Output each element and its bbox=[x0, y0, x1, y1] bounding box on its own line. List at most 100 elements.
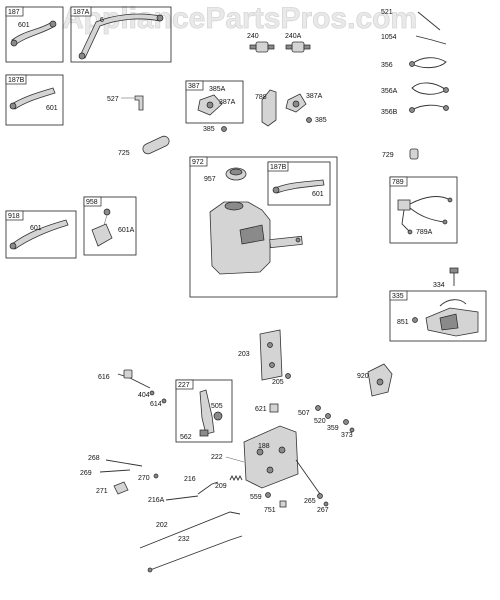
part-621[interactable] bbox=[269, 403, 279, 413]
part-label-209: 209 bbox=[215, 483, 227, 490]
part-404-clip[interactable] bbox=[149, 390, 155, 396]
part-373[interactable] bbox=[349, 427, 355, 433]
part-265[interactable] bbox=[317, 493, 323, 499]
part-334-bolt[interactable]: 334 bbox=[433, 267, 459, 289]
part-616-linkage[interactable]: 616 bbox=[98, 369, 151, 389]
screw-385[interactable] bbox=[306, 117, 312, 123]
part-label-356: 356 bbox=[381, 62, 393, 69]
part-label-202: 202 bbox=[156, 522, 168, 529]
part-label-601: 601 bbox=[18, 22, 30, 29]
part-788-bracket[interactable]: 788 bbox=[255, 89, 277, 127]
part-box-958[interactable]: 958 601A bbox=[83, 196, 137, 256]
part-label-601a: 601A bbox=[118, 227, 135, 234]
part-751[interactable] bbox=[279, 500, 287, 508]
part-216a-link[interactable]: 216A bbox=[148, 495, 199, 504]
part-box-918[interactable]: 918 601 bbox=[5, 210, 77, 259]
part-label-616: 616 bbox=[98, 374, 110, 381]
part-202-rod[interactable]: 202 bbox=[139, 511, 241, 549]
part-270[interactable] bbox=[153, 473, 159, 479]
box-tag-387: 387 bbox=[188, 83, 200, 90]
part-label-527: 527 bbox=[107, 96, 119, 103]
part-label-920: 920 bbox=[357, 373, 369, 380]
part-label-601: 601 bbox=[312, 191, 324, 198]
box-tag-187: 187 bbox=[8, 9, 20, 16]
part-920-governor[interactable]: 920 bbox=[357, 363, 393, 397]
part-label-203: 203 bbox=[238, 351, 250, 358]
part-268-governor-spring[interactable]: 268 bbox=[88, 455, 143, 467]
part-box-187a[interactable]: 187A 6 bbox=[70, 6, 172, 63]
hose-clamp bbox=[78, 52, 86, 60]
box-tag-789: 789 bbox=[392, 179, 404, 186]
part-label-188: 188 bbox=[258, 443, 270, 450]
part-box-227-throttle[interactable]: 227 505 562 bbox=[175, 379, 233, 443]
part-label-240a: 240A bbox=[285, 33, 302, 40]
part-267[interactable] bbox=[323, 501, 329, 507]
part-label-267: 267 bbox=[317, 507, 329, 514]
part-label-729: 729 bbox=[382, 152, 394, 159]
part-label-751: 751 bbox=[264, 507, 276, 514]
part-label-387a: 387A bbox=[306, 93, 323, 100]
part-box-187[interactable]: 187 601 bbox=[5, 6, 64, 63]
part-box-789-wire-harness[interactable]: 789 789A bbox=[389, 176, 458, 244]
box-tag-227: 227 bbox=[178, 382, 190, 389]
part-271-link[interactable]: 271 bbox=[96, 481, 129, 495]
part-359[interactable] bbox=[343, 419, 349, 425]
part-label-614: 614 bbox=[150, 401, 162, 408]
box-tag-187a: 187A bbox=[73, 9, 90, 16]
part-729-connector[interactable]: 729 bbox=[382, 148, 419, 160]
part-232-cable[interactable]: 232 bbox=[147, 535, 243, 573]
part-label-222: 222 bbox=[211, 454, 223, 461]
part-559[interactable] bbox=[265, 492, 271, 498]
part-label-216: 216 bbox=[184, 476, 196, 483]
part-216-link[interactable]: 216 bbox=[184, 476, 219, 495]
part-label-1054: 1054 bbox=[381, 34, 397, 41]
part-527-bracket[interactable]: 527 bbox=[107, 95, 144, 111]
part-521-tie[interactable]: 521 bbox=[381, 9, 441, 31]
part-label-356a: 356A bbox=[381, 88, 398, 95]
part-356a-harness[interactable]: 356A bbox=[381, 82, 449, 95]
part-507[interactable] bbox=[315, 405, 321, 411]
part-label-216a: 216A bbox=[148, 497, 165, 504]
part-label-356b: 356B bbox=[381, 109, 398, 116]
part-label-269: 269 bbox=[80, 470, 92, 477]
part-label-601: 601 bbox=[46, 105, 58, 112]
box-tag-335: 335 bbox=[392, 293, 404, 300]
part-label-957: 957 bbox=[204, 176, 216, 183]
part-label-240: 240 bbox=[247, 33, 259, 40]
part-label-359: 359 bbox=[327, 425, 339, 432]
part-label-232: 232 bbox=[178, 536, 190, 543]
part-725-hose[interactable]: 725 bbox=[118, 135, 171, 157]
part-1054-tie[interactable]: 1054 bbox=[381, 34, 447, 45]
part-label-271: 271 bbox=[96, 488, 108, 495]
part-269-link[interactable]: 269 bbox=[80, 469, 131, 477]
part-520[interactable] bbox=[325, 413, 331, 419]
hose-clamp bbox=[10, 39, 18, 47]
box-tag-958: 958 bbox=[86, 199, 98, 206]
part-box-387[interactable]: 387 385A 387A bbox=[185, 80, 244, 124]
part-356b-harness[interactable]: 356B bbox=[381, 104, 449, 116]
hose-clamp bbox=[49, 20, 57, 28]
part-203-control-bracket[interactable]: 203 205 bbox=[238, 329, 291, 386]
part-label-521: 521 bbox=[381, 9, 393, 16]
part-box-187b[interactable]: 187B 601 bbox=[5, 74, 64, 126]
part-label-334: 334 bbox=[433, 282, 445, 289]
box-tag-187b: 187B bbox=[8, 77, 25, 84]
part-209-spring[interactable]: 209 bbox=[215, 474, 243, 490]
part-label-268: 268 bbox=[88, 455, 100, 462]
part-240-fuel-valve[interactable]: 240 bbox=[247, 33, 275, 53]
part-188-control-plate[interactable]: 188 222 bbox=[211, 425, 321, 495]
part-387a-valve[interactable]: 387A bbox=[285, 93, 323, 113]
part-label-507: 507 bbox=[298, 410, 310, 417]
part-240a-fuel-valve[interactable]: 240A bbox=[285, 33, 311, 53]
part-label-387a: 387A bbox=[219, 99, 236, 106]
part-box-335-ignition-coil[interactable]: 335 851 bbox=[389, 290, 487, 342]
part-label-385a: 385A bbox=[209, 86, 226, 93]
box-tag-187b-inner: 187B bbox=[270, 164, 287, 171]
part-614-clip[interactable] bbox=[161, 398, 167, 404]
part-label-505: 505 bbox=[211, 403, 223, 410]
part-box-972-fuel-tank[interactable]: 972 957 187B 601 bbox=[189, 156, 338, 298]
part-label-725: 725 bbox=[118, 150, 130, 157]
screw-385[interactable] bbox=[221, 126, 227, 132]
part-356-harness[interactable]: 356 bbox=[381, 57, 447, 69]
